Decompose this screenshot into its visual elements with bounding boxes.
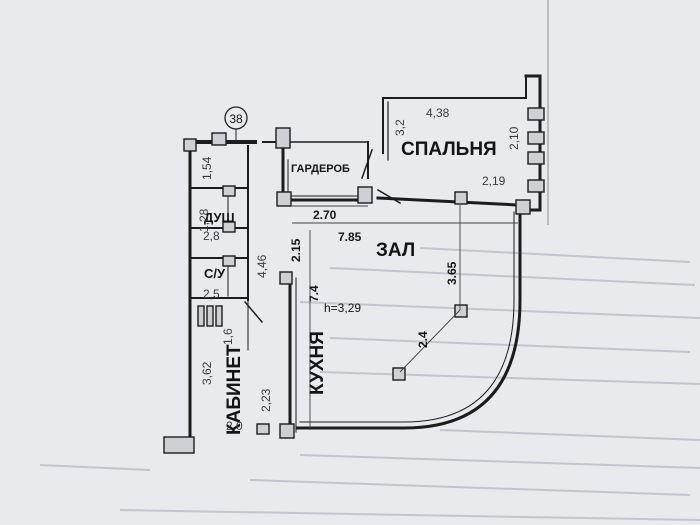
column xyxy=(256,423,270,435)
column xyxy=(527,107,545,121)
column xyxy=(279,423,295,439)
hand-shower-width: 2,8 xyxy=(203,229,220,243)
dimension-ceiling-height: h=3,29 xyxy=(324,301,361,315)
dimension-kitchen-partition: 2.15 xyxy=(289,238,303,262)
hand-corridor-top: 1,54 xyxy=(200,156,214,180)
hand-study-inner: 2,23 xyxy=(259,388,273,412)
curved-facade-inner xyxy=(299,211,515,423)
diagonal-line xyxy=(399,309,461,373)
room-bedroom-label: СПАЛЬНЯ xyxy=(401,139,497,160)
hand-wc-length: 4,46 xyxy=(255,254,269,278)
columns xyxy=(163,107,545,454)
hand-study-mark: 1,6 xyxy=(221,328,235,345)
room-wardrobe-label: ГАРДЕРОБ xyxy=(291,163,350,175)
dimension-living-depth: 3.65 xyxy=(445,261,459,285)
column xyxy=(215,305,223,327)
hand-wc-width: 2,5 xyxy=(203,287,220,301)
hand-study-bottom: 2,0 xyxy=(226,419,243,433)
dimension-kitchen-length: 7.4 xyxy=(307,285,321,302)
column xyxy=(527,151,545,165)
hand-bedroom-left: 3,2 xyxy=(393,119,407,136)
column xyxy=(163,436,195,454)
hand-bedroom-right-top: 2,10 xyxy=(507,126,521,150)
column xyxy=(222,221,236,233)
column xyxy=(211,132,227,146)
dimension-curve-segment: 2.4 xyxy=(416,331,430,348)
column xyxy=(275,127,291,149)
column xyxy=(454,191,468,205)
column xyxy=(206,305,214,327)
room-kitchen-label: КУХНЯ xyxy=(307,331,328,395)
column xyxy=(392,367,406,381)
dimension-lines xyxy=(292,205,518,430)
curved-facade xyxy=(296,208,522,430)
column xyxy=(197,305,205,327)
hand-bedroom-width: 4,38 xyxy=(426,106,450,120)
bedroom-door-swing xyxy=(376,188,402,205)
room-living-label: ЗАЛ xyxy=(376,240,415,261)
background-print xyxy=(39,247,700,521)
column xyxy=(222,185,236,197)
bedroom-bottom-wall xyxy=(376,196,520,207)
room-shower-label: ДУШ xyxy=(204,210,235,225)
column xyxy=(527,179,545,193)
axis-marker-label: 38 xyxy=(229,112,243,126)
dimension-wardrobe-width: 2.70 xyxy=(313,208,337,222)
column xyxy=(279,271,293,285)
bedroom-wall xyxy=(382,75,527,154)
column xyxy=(527,131,545,145)
column xyxy=(515,199,531,215)
wardrobe-door xyxy=(361,149,373,179)
room-study-label: КАБИНЕТ xyxy=(224,344,245,435)
column xyxy=(454,304,468,318)
column xyxy=(357,186,373,204)
column xyxy=(183,138,197,152)
column xyxy=(276,191,292,207)
hand-shower-side: 1,28 xyxy=(197,208,211,232)
dimension-living-length: 7.85 xyxy=(338,230,362,244)
hand-study-side: 3,62 xyxy=(200,361,214,385)
column xyxy=(222,255,236,267)
hand-bedroom-right: 2,19 xyxy=(482,174,506,188)
room-wc-label: С/У xyxy=(204,266,226,281)
